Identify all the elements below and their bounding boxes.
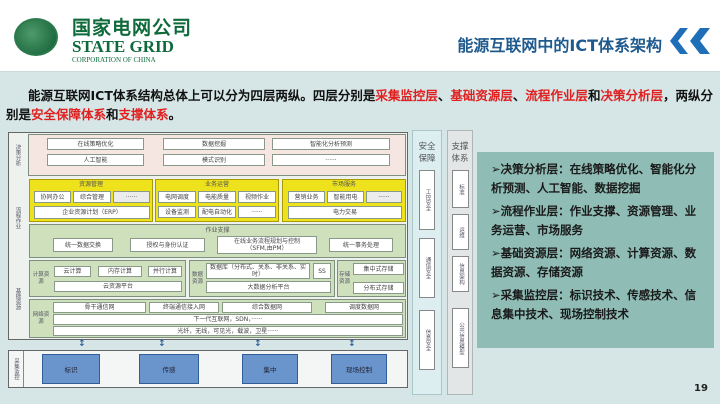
logo-cn: 国家电网公司: [72, 17, 193, 39]
box: 公共信息模型: [452, 308, 469, 368]
sensing-box: 标识: [42, 354, 100, 384]
sensing-box: 现场控制: [331, 354, 387, 384]
box: 模式识别: [163, 154, 265, 166]
box: 下一代互联网，SDN，······: [53, 314, 403, 325]
box: 内存计算: [98, 266, 142, 277]
box: 分布式存储: [353, 282, 404, 294]
box: 电网调度: [158, 191, 196, 203]
box: 数据库（分布式、关系、非关系、实时）: [206, 263, 310, 279]
layer-summary-panel: ➢决策分析层：在线策略优化、智能化分析预测、人工智能、数据挖掘 ➢流程作业层：作…: [477, 152, 714, 348]
summary-item: ➢基础资源层：网络资源、计算资源、数据资源、存储资源: [491, 246, 697, 279]
summary-item: ➢采集监控层：标识技术、传感技术、信息集中技术、现场控制技术: [491, 288, 697, 321]
box: ······: [272, 154, 390, 166]
up-down-arrow-icon: ↕: [348, 339, 356, 349]
summary-item: ➢决策分析层：在线策略优化、智能化分析预测、人工智能、数据挖掘: [491, 162, 697, 195]
box: 授权与身份认证: [130, 238, 205, 252]
sensing-box: 传感: [139, 354, 199, 384]
up-down-arrow-icon: ↕: [78, 339, 86, 349]
slide-header: [0, 0, 720, 72]
box: ······: [113, 191, 150, 203]
layer-label: 基础资源: [14, 288, 21, 310]
box: ······: [366, 191, 402, 203]
slide-title: 能源互联网中的ICT体系架构: [457, 36, 662, 55]
box: 营销业务: [288, 191, 325, 203]
page-number: 19: [694, 383, 708, 394]
box: 光纤，无线，可见光，载波，卫星······: [53, 326, 403, 336]
double-chevron-left-icon: [670, 28, 710, 54]
box: ······: [238, 206, 276, 218]
box: 骨干通信网: [53, 302, 146, 313]
box: 电能质量: [198, 191, 236, 203]
box: 视频作业: [238, 191, 276, 203]
box: 通信安全: [419, 238, 435, 298]
box: 设备监测: [158, 206, 196, 218]
box: 企业资源计划（ERP）: [34, 206, 150, 219]
box: 信息架构: [452, 256, 469, 292]
box: 云资源平台: [54, 281, 182, 292]
up-down-arrow-icon: ↕: [158, 339, 166, 349]
layer-label: 采集监控: [8, 351, 24, 387]
box: 大数据分析平台: [206, 281, 331, 293]
box: 在线策略优化: [47, 138, 144, 150]
intro-paragraph: 能源互联网ICT体系结构总体上可以分为四层两纵。四层分别是采集监控层、基础资源层…: [6, 88, 713, 122]
box: 配电自动化: [198, 206, 236, 218]
box: 协同办公: [34, 191, 71, 203]
box: 智能用电: [327, 191, 364, 203]
region-label: 存储资源: [338, 271, 350, 285]
box: 运维: [452, 214, 469, 250]
box: 数据挖掘: [163, 138, 265, 150]
box: 集中式存储: [353, 263, 404, 275]
summary-item: ➢流程作业层：作业支撑、资源管理、业务运营、市场服务: [491, 204, 697, 237]
state-grid-logo-icon: [14, 18, 58, 56]
logo-sub: CORPORATION OF CHINA: [72, 56, 156, 64]
box: 综合数据网: [222, 302, 312, 313]
sensing-box: 集中: [242, 354, 298, 384]
region-label: 网络资源: [32, 311, 50, 325]
region-label: 数据资源: [191, 271, 203, 285]
box: 电力交易: [288, 206, 402, 219]
box: 综合管理: [73, 191, 111, 203]
box: SS: [313, 263, 331, 279]
box: 统一事务处理: [329, 238, 393, 252]
up-down-arrow-icon: ↕: [254, 339, 262, 349]
layer-label: 流程作业: [14, 207, 21, 229]
region-label: 计算资源: [32, 271, 50, 285]
box: 信息安全: [419, 310, 435, 370]
box: 并行计算: [148, 266, 182, 277]
box: 人工智能: [47, 154, 144, 166]
layer-label: 决策分析: [14, 144, 21, 166]
box: 在线业务流程规划与控制（SFM,由PM）: [217, 236, 317, 254]
box: 终端通信接入网: [149, 302, 219, 313]
box: 标准: [452, 170, 469, 208]
box: 统一数据交换: [53, 238, 113, 252]
box: 调度数据网: [325, 302, 403, 313]
box: 工控安全: [419, 170, 435, 230]
logo-en: STATE GRID: [72, 37, 174, 56]
box: 智能化分析预测: [272, 138, 390, 150]
box: 云计算: [54, 266, 91, 277]
